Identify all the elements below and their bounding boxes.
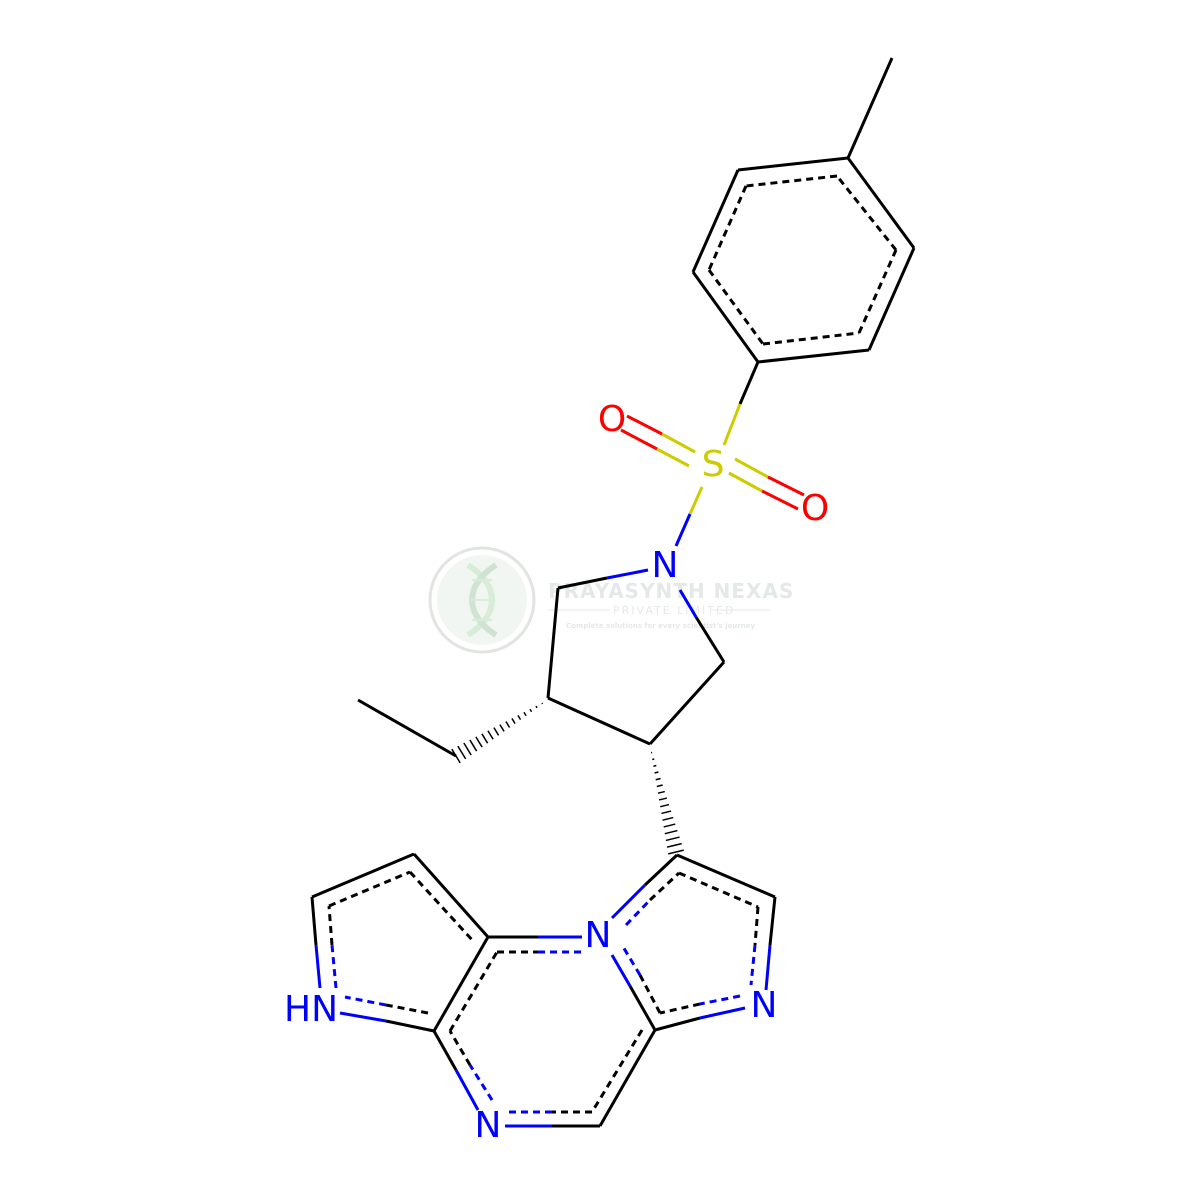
- dna-helix-logo: [428, 546, 536, 654]
- wedge-hash: [663, 823, 676, 828]
- wedge-hash: [505, 721, 511, 728]
- wedge-hash: [523, 711, 527, 717]
- wedge-hash: [668, 849, 684, 855]
- nitrogen-atom-label: N: [585, 915, 612, 956]
- wedge-hash: [661, 810, 672, 815]
- wedge-hash: [657, 790, 665, 794]
- wedge-hash: [475, 736, 483, 748]
- wedge-hash: [517, 714, 522, 721]
- sulfur-atom-label: S: [702, 444, 725, 485]
- pyrrolidine-ring: [357, 568, 726, 758]
- nh-atom-label: HN: [284, 989, 338, 1030]
- wedge-hash: [487, 730, 494, 740]
- wedge-hash: [457, 745, 467, 760]
- wedge-hash: [451, 748, 461, 764]
- ring-bond: [846, 157, 916, 249]
- ring-bond: [757, 348, 870, 364]
- ring-bond: [737, 156, 849, 172]
- wedge-hash: [481, 733, 489, 744]
- ring-bond: [867, 247, 916, 351]
- ring-bond: [691, 169, 740, 273]
- wedge-hash: [499, 724, 505, 732]
- wedge-hash: [529, 708, 533, 713]
- sulfonyl-group: [620, 361, 805, 547]
- wedge-hash: [665, 836, 680, 842]
- wedge-hash: [653, 764, 657, 767]
- wedge-hash: [511, 718, 516, 724]
- oxygen-atom-label: O: [598, 399, 626, 440]
- ring-bond: [691, 271, 760, 363]
- watermark-tagline: Complete solutions for every scientist's…: [566, 622, 756, 630]
- wedge-hash: [664, 829, 678, 835]
- wedge-hash: [662, 816, 674, 821]
- wedge-hash: [469, 739, 478, 752]
- methyl-bond: [846, 57, 894, 159]
- nitrogen-atom-label: N: [652, 545, 679, 586]
- wedge-hash: [660, 803, 670, 808]
- tricyclic-core: [310, 852, 777, 1128]
- wedge-hash: [493, 727, 500, 736]
- wedge-hash: [463, 742, 472, 756]
- nitrogen-atom-label: N: [751, 985, 778, 1026]
- tolyl-aromatic-dashes: [707, 174, 898, 346]
- wedge-hash: [541, 702, 544, 705]
- watermark-subtitle: PRIVATE LIMITED: [613, 604, 735, 617]
- tolyl-ring: [691, 57, 916, 364]
- wedge-hash: [658, 797, 668, 801]
- stereo-hashed-wedges: [451, 702, 684, 855]
- wedge-hash: [656, 784, 663, 788]
- core-aromatic-dashes: [327, 870, 760, 1114]
- wedge-hash: [666, 842, 682, 848]
- oxygen-atom-label: O: [801, 488, 829, 529]
- wedge-hash: [654, 771, 659, 774]
- wedge-hash: [655, 777, 661, 781]
- wedge-hash: [535, 705, 538, 709]
- watermark: PRAYASYNTH NEXAS PRIVATE LIMITED Complet…: [428, 546, 793, 654]
- nitrogen-atom-label: N: [475, 1105, 502, 1146]
- ethyl-bond: [357, 698, 457, 758]
